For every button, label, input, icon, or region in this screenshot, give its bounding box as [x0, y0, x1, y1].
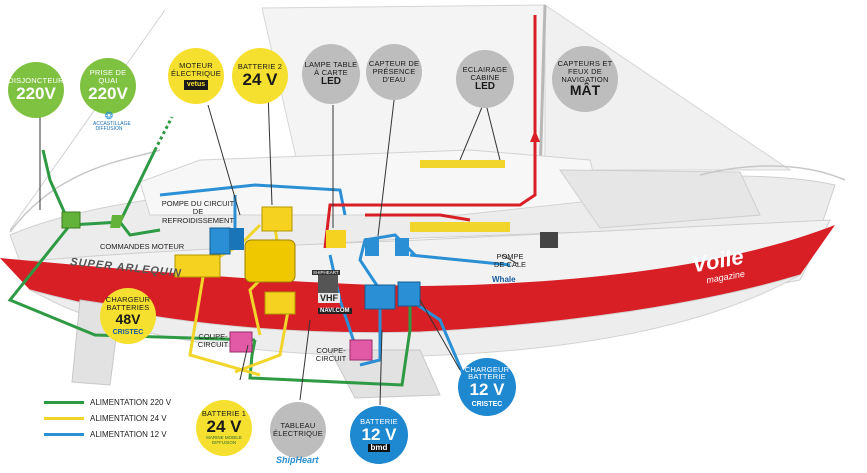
bubble-title: CAPTEUR DE PRÉSENCE D'EAU	[368, 59, 420, 84]
vhf-label: VHF	[318, 293, 340, 303]
battery-12v-bubble: BATTERIE 12 V bmd	[350, 406, 408, 464]
cooling-pump-unit	[209, 227, 231, 255]
hull-red-stripe	[0, 225, 835, 333]
legend-swatch	[44, 417, 84, 420]
bubble-value: 24 V	[206, 417, 242, 437]
battery-2-bubble: BATTERIE 2 24 V	[232, 48, 288, 104]
bubble-title: BATTERIE	[360, 416, 398, 426]
chart-table-lamp-unit	[326, 230, 346, 248]
legend-swatch	[44, 401, 84, 404]
legend-label: ALIMENTATION 12 V	[90, 430, 167, 439]
bubble-title: ECLAIRAGE CABINE	[462, 64, 508, 82]
bubble-value: 48V	[115, 310, 141, 327]
bubble-title: TABLEAU ÉLECTRIQUE	[273, 421, 323, 438]
breaker-220v-bubble: DISJONCTEUR 220V	[8, 62, 64, 118]
battery-12v-unit	[364, 284, 396, 310]
bubble-value: 12 V	[469, 380, 505, 400]
battery-2-unit	[261, 206, 293, 232]
battery-1-unit	[264, 291, 296, 315]
accastillage-logo: ❂ ACCASTILLAGE DIFFUSION	[93, 111, 131, 132]
charger-48v-unit	[174, 254, 221, 278]
bubble-value: 220V	[88, 83, 128, 103]
bubble-bold: LED	[475, 80, 495, 92]
bmd-logo: bmd	[367, 443, 391, 453]
wiring-mast	[323, 15, 537, 249]
shore-connector	[110, 215, 124, 228]
bubble-title: CAPTEURS ET FEUX DE NAVIGATION	[557, 58, 613, 84]
legend-item-24v: ALIMENTATION 24 V	[44, 414, 167, 423]
legend-label: ALIMENTATION 24 V	[90, 414, 167, 423]
bubble-brand: CRISTEC	[112, 328, 144, 336]
electrical-panel-bubble: TABLEAU ÉLECTRIQUE	[270, 402, 326, 458]
cabin-light-strip-lower	[410, 222, 510, 232]
bubble-title: BATTERIE 1	[201, 409, 247, 419]
bubble-value: 12 V	[361, 424, 397, 444]
bubble-title: CHARGEUR BATTERIE	[464, 364, 510, 382]
navicom-logo: NAVI.COM	[318, 308, 352, 314]
stern-rail	[699, 165, 846, 181]
electric-motor-bubble: MOTEUR ÉLECTRIQUE vetus	[168, 48, 224, 104]
mast	[538, 4, 547, 176]
bubble-bold: LED	[321, 75, 341, 87]
whale-logo: Whale	[492, 275, 516, 284]
water-sensor-bubble: CAPTEUR DE PRÉSENCE D'EAU	[366, 44, 422, 100]
bilge-sensor	[540, 232, 558, 248]
bow-rail	[9, 149, 161, 233]
mast-arrow-icon	[530, 130, 540, 142]
circuit-breaker-2	[349, 339, 373, 361]
bubble-title: DISJONCTEUR	[8, 76, 64, 86]
mast-sensors-bubble: CAPTEURS ET FEUX DE NAVIGATION MÂT	[552, 46, 618, 112]
bubble-bold: MÂT	[569, 82, 601, 99]
bilge-pump-label: POMPE DE CALE	[493, 252, 527, 270]
shipheart-logo: ShipHeart	[276, 455, 319, 465]
bubble-brand: CRISTEC	[471, 401, 503, 409]
cooling-pump-unit-2	[230, 228, 244, 250]
legend-label: ALIMENTATION 220 V	[90, 398, 172, 407]
bubble-title: CHARGEUR BATTERIES	[105, 295, 151, 312]
chart-lamp-bubble: LAMPE TABLE À CARTE LED	[302, 44, 360, 104]
pointer-lines	[39, 91, 519, 406]
bilge-pump-unit-2	[395, 238, 409, 256]
bubble-brand: MARINE MOBILE DIFFUSION	[206, 435, 242, 445]
bubble-title: PRISE DE QUAI	[89, 68, 127, 86]
legend-swatch	[44, 433, 84, 436]
battery-1-bubble: BATTERIE 1 24 V MARINE MOBILE DIFFUSION	[196, 400, 252, 456]
electric-motor-unit	[244, 239, 296, 283]
bubble-title: MOTEUR ÉLECTRIQUE	[171, 61, 221, 79]
engine-controls-label: COMMANDES MOTEUR	[100, 242, 185, 251]
main-sail	[544, 4, 792, 171]
legend-item-220v: ALIMENTATION 220 V	[44, 398, 171, 407]
cooling-pump-label: POMPE DU CIRCUIT DE REFROIDISSEMENT	[161, 199, 235, 225]
breaker-box	[61, 211, 81, 229]
circuit-breaker-2-label: COUPE-CIRCUIT	[315, 346, 347, 364]
accastillage-icon: ❂	[104, 111, 114, 122]
charger-12v-bubble: CHARGEUR BATTERIE 12 V CRISTEC	[458, 358, 516, 416]
cabin-lighting-bubble: ECLAIRAGE CABINE LED	[456, 50, 514, 108]
forestay	[9, 9, 166, 231]
circuit-breaker-1-label: COUPE-CIRCUIT	[197, 332, 229, 350]
charger-12v-unit	[397, 281, 421, 307]
bubble-title: LAMPE TABLE À CARTE	[304, 59, 358, 77]
bilge-pump-unit	[365, 238, 379, 256]
bubble-title: BATTERIE 2	[237, 62, 283, 72]
circuit-breaker-1	[229, 331, 253, 353]
cockpit	[559, 169, 761, 229]
charger-48v-bubble: CHARGEUR BATTERIES 48V CRISTEC	[100, 288, 156, 344]
vhf-unit	[318, 270, 338, 295]
vetus-logo: vetus	[183, 80, 209, 90]
shore-power-bubble: PRISE DE QUAI 220V	[80, 58, 136, 114]
bubble-value: 220V	[16, 84, 56, 104]
brand-label: ACCASTILLAGE DIFFUSION	[93, 121, 131, 132]
shipheart-small-label: SHIPHEART	[312, 270, 340, 275]
bubble-value: 24 V	[242, 70, 278, 90]
legend-item-12v: ALIMENTATION 12 V	[44, 430, 167, 439]
wiring-220v	[7, 116, 412, 387]
hull-bottom	[29, 274, 801, 357]
cabin-light-strip	[420, 160, 505, 168]
